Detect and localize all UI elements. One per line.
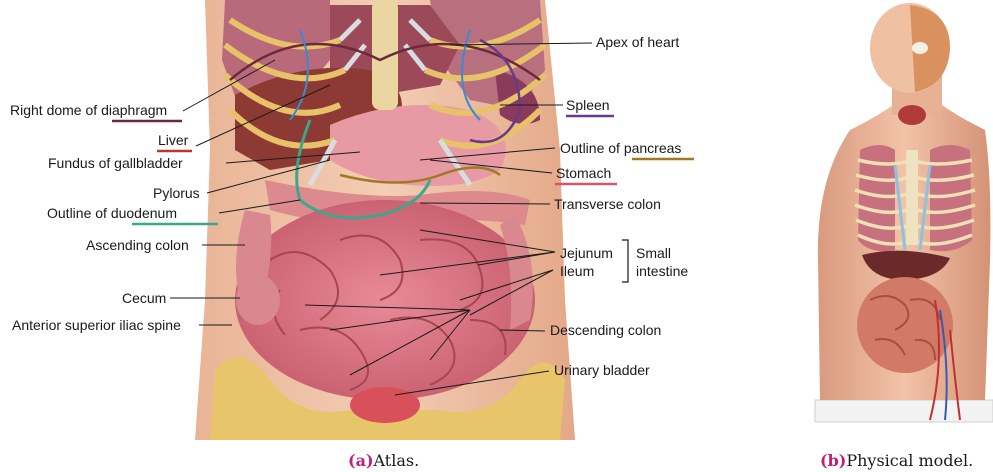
label-descending-colon: Descending colon <box>550 322 661 338</box>
label-spleen: Spleen <box>566 97 610 113</box>
caption-b-label: (b) <box>820 451 846 470</box>
label-pylorus: Pylorus <box>153 185 200 201</box>
label-pancreas-term: pancreas <box>624 140 682 156</box>
label-urinary-bladder: Urinary bladder <box>554 362 650 378</box>
label-outline-of-pancreas: Outline of pancreas <box>560 140 681 156</box>
label-outline-of-pancreas-prefix: Outline of <box>560 140 624 156</box>
cecum-organ <box>236 275 280 325</box>
small-intestine-bracket <box>622 240 628 282</box>
label-outline-of-duodenum-prefix: Outline of <box>47 205 111 221</box>
model-eye <box>912 42 928 54</box>
label-apex-of-heart: Apex of heart <box>596 34 679 50</box>
label-duodenum-term: duodenum <box>111 205 177 221</box>
physical-model <box>815 3 993 422</box>
label-right-dome-of-diaphragm: Right dome of diaphragm <box>10 102 167 118</box>
label-diaphragm-term: diaphragm <box>101 102 167 118</box>
model-sternum <box>906 150 918 245</box>
caption-a-text: Atlas. <box>373 451 420 470</box>
caption-b: (b)Physical model. <box>820 451 973 470</box>
label-jejunum: Jejunum <box>560 245 613 261</box>
label-right-dome-prefix: Right dome of <box>10 102 101 118</box>
label-cecum: Cecum <box>122 290 166 306</box>
label-anterior-superior-iliac-spine: Anterior superior iliac spine <box>12 317 181 333</box>
caption-a: (a)Atlas. <box>348 451 419 470</box>
label-small: Small <box>636 245 671 261</box>
label-transverse-colon: Transverse colon <box>554 196 661 212</box>
label-ileum: Ileum <box>560 263 594 279</box>
model-base <box>815 400 993 422</box>
label-outline-of-duodenum: Outline of duodenum <box>47 205 177 221</box>
caption-b-text: Physical model. <box>846 451 973 470</box>
label-stomach: Stomach <box>556 165 611 181</box>
label-intestine: intestine <box>636 263 688 279</box>
label-fundus-of-gallbladder: Fundus of gallbladder <box>48 155 183 171</box>
label-liver: Liver <box>158 132 189 148</box>
label-ascending-colon: Ascending colon <box>86 237 189 253</box>
atlas-illustration <box>195 0 575 440</box>
caption-a-label: (a) <box>348 451 374 470</box>
model-thyroid <box>898 105 926 125</box>
